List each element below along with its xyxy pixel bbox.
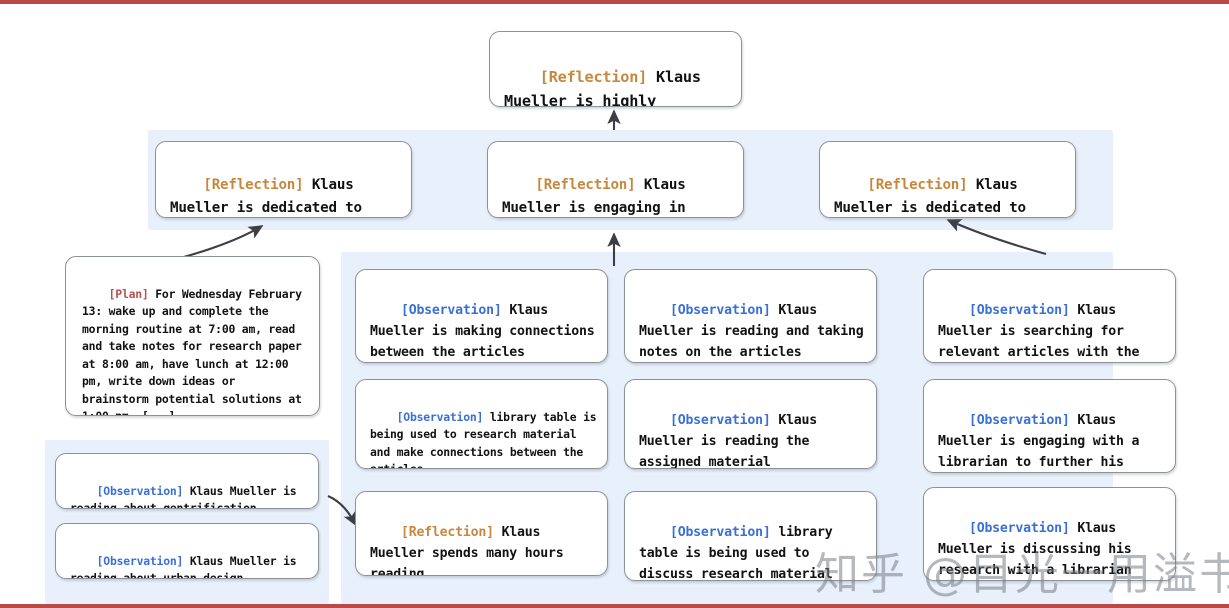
node-text: Klaus Mueller is engaging with a librari…: [938, 413, 1140, 470]
top-reflection-node[interactable]: [Reflection] Klaus Mueller is highly ded…: [489, 31, 742, 107]
column-three-node-2[interactable]: [Observation] Klaus Mueller is engaging …: [923, 379, 1176, 473]
column-one-node-3[interactable]: [Reflection] Klaus Mueller spends many h…: [355, 491, 608, 576]
node-tag: [Observation]: [669, 303, 771, 318]
node-text: Klaus Mueller is discussing his research…: [938, 521, 1140, 578]
column-two-node-3[interactable]: [Observation] library table is being use…: [624, 491, 877, 581]
node-tag: [Reflection]: [539, 68, 648, 86]
node-text: Klaus Mueller is highly dedicated to res…: [504, 68, 701, 107]
node-tag: [Observation]: [396, 409, 484, 424]
reflection-node-right[interactable]: [Reflection] Klaus Mueller is dedicated …: [819, 141, 1076, 218]
column-two-node-2[interactable]: [Observation] Klaus Mueller is reading t…: [624, 379, 877, 469]
node-tag: [Plan]: [108, 286, 149, 301]
left-observation-node-2[interactable]: [Observation] Klaus Mueller is reading a…: [55, 523, 319, 579]
node-tag: [Reflection]: [867, 177, 968, 193]
node-text: Klaus Mueller is reading and taking note…: [639, 303, 872, 360]
node-text: Klaus Mueller is making connections betw…: [370, 303, 603, 360]
node-tag: [Observation]: [669, 525, 771, 540]
node-text: Klaus Mueller is dedicated to research: [834, 177, 1026, 216]
node-text: Klaus Mueller is dedicated to research: [170, 177, 362, 216]
reflection-node-center[interactable]: [Reflection] Klaus Mueller is engaging i…: [487, 141, 744, 218]
node-text: Klaus Mueller is reading the assigned ma…: [639, 413, 825, 469]
column-one-node-2[interactable]: [Observation] library table is being use…: [355, 379, 608, 469]
column-two-node-1[interactable]: [Observation] Klaus Mueller is reading a…: [624, 269, 877, 363]
node-tag: [Observation]: [96, 483, 184, 498]
column-three-node-3[interactable]: [Observation] Klaus Mueller is discussin…: [923, 487, 1176, 581]
node-text: Klaus Mueller is reading about gentrific…: [70, 483, 304, 509]
node-tag: [Observation]: [968, 521, 1070, 536]
reflection-node-left[interactable]: [Reflection] Klaus Mueller is dedicated …: [155, 141, 412, 218]
node-text: library table is being used to discuss r…: [639, 525, 841, 581]
left-observation-node-1[interactable]: [Observation] Klaus Mueller is reading a…: [55, 453, 319, 509]
node-tag: [Reflection]: [203, 177, 304, 193]
node-tag: [Observation]: [968, 413, 1070, 428]
node-text: Klaus Mueller spends many hours reading: [370, 525, 572, 576]
node-text: For Wednesday February 13: wake up and c…: [82, 286, 309, 416]
node-tag: [Observation]: [96, 553, 184, 568]
node-text: Klaus Mueller is searching for relevant …: [938, 303, 1140, 360]
node-tag: [Observation]: [968, 303, 1070, 318]
node-tag: [Reflection]: [400, 525, 494, 540]
node-tag: [Observation]: [400, 303, 502, 318]
node-text: library table is being used to research …: [370, 409, 604, 469]
node-text: Klaus Mueller is engaging in research ac…: [502, 177, 686, 216]
column-one-node-1[interactable]: [Observation] Klaus Mueller is making co…: [355, 269, 608, 363]
node-tag: [Observation]: [669, 413, 771, 428]
node-tag: [Reflection]: [535, 177, 636, 193]
column-three-node-1[interactable]: [Observation] Klaus Mueller is searching…: [923, 269, 1176, 363]
node-text: Klaus Mueller is reading about urban des…: [70, 553, 304, 579]
plan-node[interactable]: [Plan] For Wednesday February 13: wake u…: [65, 256, 320, 416]
